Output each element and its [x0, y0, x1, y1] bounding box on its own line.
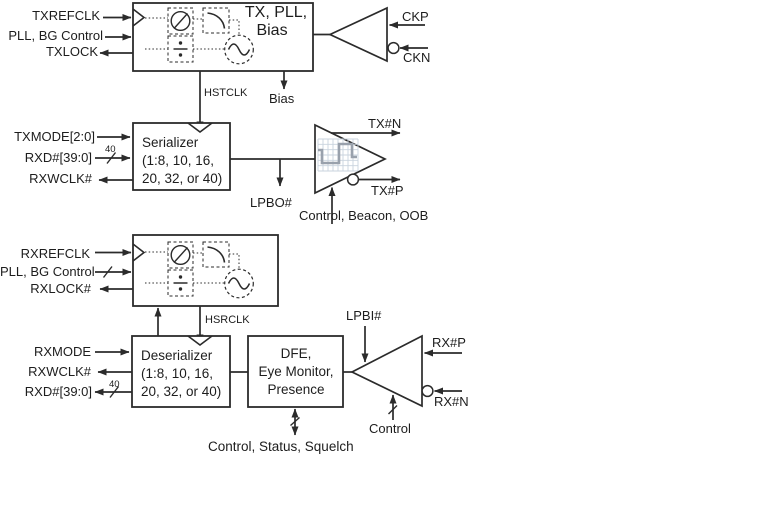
hstclk-label: HSTCLK	[204, 87, 248, 99]
rx-pll-bg-label: PLL, BG Control	[0, 264, 95, 279]
tx-bus-slash-icon	[106, 152, 117, 164]
dfe-title: DFE,	[280, 346, 312, 361]
tx-bus-width-label: 40	[105, 144, 116, 155]
rx-rxwclk-label: RXWCLK#	[28, 364, 91, 379]
bias-label: Bias	[269, 91, 295, 106]
dfe-bus-slash-icon	[290, 416, 300, 427]
lpbi-label: LPBI#	[346, 308, 382, 323]
deserializer-line3: 20, 32, or 40)	[141, 384, 222, 399]
txmode-label: TXMODE[2:0]	[14, 129, 95, 144]
serializer-line2: (1:8, 10, 16,	[142, 153, 215, 168]
dfe-block	[247, 335, 352, 436]
tx-rxd-label: RXD#[39:0]	[24, 150, 92, 165]
deserializer-wires	[94, 348, 248, 398]
rxp-label: RX#P	[432, 335, 466, 350]
driver-control-label: Control, Beacon, OOB	[299, 208, 429, 223]
ckn-label: CKN	[403, 50, 431, 65]
ckn-inverter-bubble-icon	[387, 41, 400, 55]
clock-chevron-icon	[187, 122, 213, 133]
rxmode-label: RXMODE	[33, 344, 91, 359]
serializer-line3: 20, 32, or 40)	[142, 171, 223, 186]
rx-pll-wires	[95, 249, 204, 344]
rx-bus-width-label: 40	[109, 379, 120, 390]
serializer-wires	[95, 133, 315, 187]
amp-control-bus-slash-icon	[388, 405, 398, 415]
txlock-label: TXLOCK	[45, 44, 98, 59]
rx-amp-icon	[350, 326, 462, 420]
rxlock-label: RXLOCK#	[30, 281, 91, 296]
dfe-line3: Presence	[267, 382, 325, 397]
refclk-chevron-icon	[132, 8, 146, 27]
rx-pll-block	[132, 234, 279, 307]
rx-bus-slash-icon	[109, 386, 120, 398]
serializer-block	[132, 122, 231, 191]
clock-buffer-icon	[327, 6, 428, 63]
tx-pll-title-line2: Bias	[256, 22, 288, 39]
deserializer-title: Deserializer	[141, 348, 213, 363]
rx-pll-bus-slash-icon	[102, 266, 113, 278]
rxn-label: RX#N	[434, 394, 469, 409]
hsrclk-label: HSRCLK	[205, 314, 250, 326]
tx-driver-icon	[314, 123, 401, 224]
serializer-title: Serializer	[142, 135, 199, 150]
rxrefclk-label: RXREFCLK	[20, 246, 90, 261]
tx-pll-wires	[99, 14, 330, 131]
txrefclk-label: TXREFCLK	[32, 8, 100, 23]
tx-pll-block	[132, 2, 314, 72]
txp-inverter-bubble-icon	[346, 173, 360, 186]
txp-label: TX#P	[371, 183, 404, 198]
tx-pll-title-line1: TX, PLL,	[244, 4, 308, 21]
deserializer-block	[131, 335, 231, 408]
tx-pll-bg-label: PLL, BG Control	[8, 28, 103, 43]
lpbo-label: LPBO#	[250, 195, 292, 210]
rx-rxd-label: RXD#[39:0]	[24, 384, 92, 399]
ckp-label: CKP	[402, 9, 429, 24]
clock-chevron-icon	[187, 335, 213, 346]
tx-rxwclk-label: RXWCLK#	[29, 171, 92, 186]
amp-control-label: Control	[369, 421, 411, 436]
refclk-chevron-icon	[132, 243, 146, 262]
deserializer-line2: (1:8, 10, 16,	[141, 366, 214, 381]
txn-label: TX#N	[368, 116, 402, 131]
dfe-port-label: Control, Status, Squelch	[208, 439, 354, 454]
dfe-line2: Eye Monitor,	[258, 364, 334, 379]
rxn-inverter-bubble-icon	[421, 384, 434, 398]
eye-waveform-icon	[318, 142, 357, 165]
